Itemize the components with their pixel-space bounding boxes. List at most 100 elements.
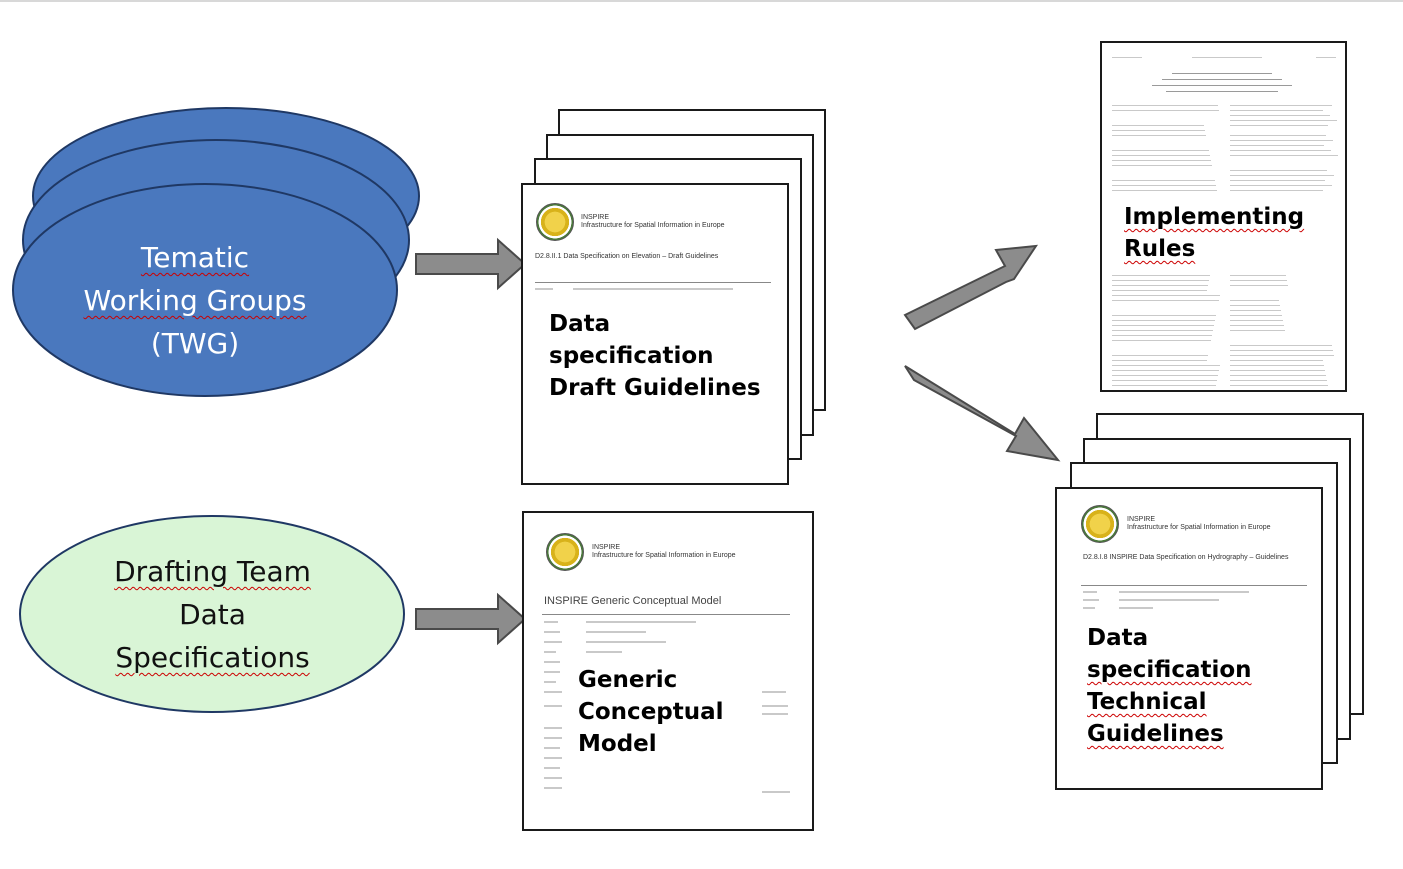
twg-ellipse-stack xyxy=(12,107,420,397)
dt-line-1: Drafting Team xyxy=(40,550,385,593)
text-line xyxy=(1230,105,1332,106)
twg-line-2: Working Groups xyxy=(50,279,340,322)
twg-line-2-text: Working Groups xyxy=(83,284,307,317)
text-line xyxy=(1230,315,1282,316)
field-label-line xyxy=(544,747,560,749)
tech-title-line-4-text: Guidelines xyxy=(1087,721,1224,747)
twg-line-3: (TWG) xyxy=(150,327,240,360)
drafting-team-ellipse xyxy=(19,515,405,713)
text-line xyxy=(1112,105,1218,106)
draft-org: INSPIRE xyxy=(581,214,610,221)
title-backdrop xyxy=(1118,197,1288,269)
text-line xyxy=(1230,135,1326,136)
text-line xyxy=(1112,360,1207,361)
field-label-line xyxy=(544,777,562,779)
arrow-dt-to-model xyxy=(415,592,527,646)
text-line xyxy=(1112,315,1216,316)
field-label-line xyxy=(544,767,560,769)
text-line xyxy=(1230,360,1323,361)
text-line xyxy=(1112,340,1211,341)
text-line xyxy=(1112,335,1212,336)
field-label-line xyxy=(544,621,558,623)
text-line xyxy=(1112,57,1142,58)
model-title-line-1: Generic xyxy=(578,667,678,693)
text-line xyxy=(1112,375,1218,376)
field-label-line xyxy=(544,727,562,729)
text-line xyxy=(1230,285,1288,286)
generic-model-title: Generic Conceptual Model xyxy=(578,664,724,760)
field-label-line xyxy=(544,787,562,789)
text-line xyxy=(1230,325,1284,326)
text-line xyxy=(1230,300,1279,301)
field-label-line xyxy=(544,661,560,663)
dt-line-2: Data xyxy=(179,598,246,631)
technical-guidelines-title: Data specification Technical Guidelines xyxy=(1087,622,1252,750)
draft-guidelines-title: Data specification Draft Guidelines xyxy=(549,308,761,404)
model-heading: INSPIRE Generic Conceptual Model xyxy=(544,595,722,607)
ir-title-line-1-text: Implementing xyxy=(1124,204,1305,230)
field-label-line xyxy=(544,681,556,683)
field-value-line xyxy=(586,631,646,633)
field-label-line xyxy=(544,737,562,739)
arrows xyxy=(415,237,1061,646)
text-line xyxy=(1112,130,1205,131)
draft-doc-ref: D2.8.II.1 Data Specification on Elevatio… xyxy=(535,253,719,260)
text-line xyxy=(1162,79,1282,80)
twg-ellipse-front xyxy=(12,183,398,397)
field-label-line xyxy=(544,641,562,643)
text-line xyxy=(1112,155,1210,156)
draft-page-front: INSPIRE Infrastructure for Spatial Infor… xyxy=(521,183,789,485)
tech-page-front: INSPIRE Infrastructure for Spatial Infor… xyxy=(1055,487,1323,790)
implementing-rules-page: Implementing Rules xyxy=(1100,41,1347,392)
draft-title-line-3: Draft Guidelines xyxy=(549,375,761,401)
inspire-logo-icon xyxy=(536,203,574,241)
text-line xyxy=(1230,140,1333,141)
arrow-to-implementing-rules xyxy=(903,244,1039,331)
tech-field-value-line xyxy=(1119,599,1219,601)
ir-title-line-2: Rules xyxy=(1124,233,1304,265)
text-line xyxy=(1112,135,1206,136)
text-line xyxy=(1230,145,1324,146)
field-value-line xyxy=(762,791,790,793)
text-line xyxy=(1112,190,1217,191)
text-line xyxy=(1230,370,1325,371)
text-line xyxy=(1112,150,1209,151)
text-line xyxy=(1112,300,1219,301)
tech-rule xyxy=(1081,585,1307,586)
tech-field-label-line xyxy=(1083,607,1095,609)
twg-label: Tematic Working Groups (TWG) xyxy=(50,236,340,365)
tech-field-value-line xyxy=(1119,591,1249,593)
text-line xyxy=(1230,365,1324,366)
text-line xyxy=(1112,125,1204,126)
text-line xyxy=(1230,380,1327,381)
text-line xyxy=(1230,190,1323,191)
text-line xyxy=(1112,385,1216,386)
text-line xyxy=(1230,110,1323,111)
text-line xyxy=(1112,275,1210,276)
draft-field-line xyxy=(535,288,553,290)
inspire-logo-icon xyxy=(546,533,584,571)
field-value-line xyxy=(762,713,788,715)
twg-line-1: Tematic xyxy=(140,241,250,274)
implementing-rules-title: Implementing Rules xyxy=(1124,201,1304,265)
tech-org: INSPIRE xyxy=(1127,516,1156,523)
field-value-line xyxy=(586,641,666,643)
text-line xyxy=(1112,320,1215,321)
text-line xyxy=(1112,160,1211,161)
tech-field-value-line xyxy=(1119,607,1153,609)
dt-line-1-text: Drafting Team xyxy=(114,555,311,588)
text-line xyxy=(1230,125,1328,126)
tech-title-line-3: Technical xyxy=(1087,686,1252,718)
ir-title-line-1: Implementing xyxy=(1124,201,1304,233)
text-line xyxy=(1230,120,1337,121)
text-line xyxy=(1230,185,1332,186)
field-label-line xyxy=(544,671,560,673)
text-line xyxy=(1230,320,1283,321)
field-value-line xyxy=(586,651,622,653)
tech-title-line-2: specification xyxy=(1087,654,1252,686)
text-line xyxy=(1112,290,1207,291)
text-line xyxy=(1112,370,1219,371)
field-label-line xyxy=(544,631,560,633)
text-line xyxy=(1112,380,1217,381)
model-org: INSPIRE xyxy=(592,544,621,551)
